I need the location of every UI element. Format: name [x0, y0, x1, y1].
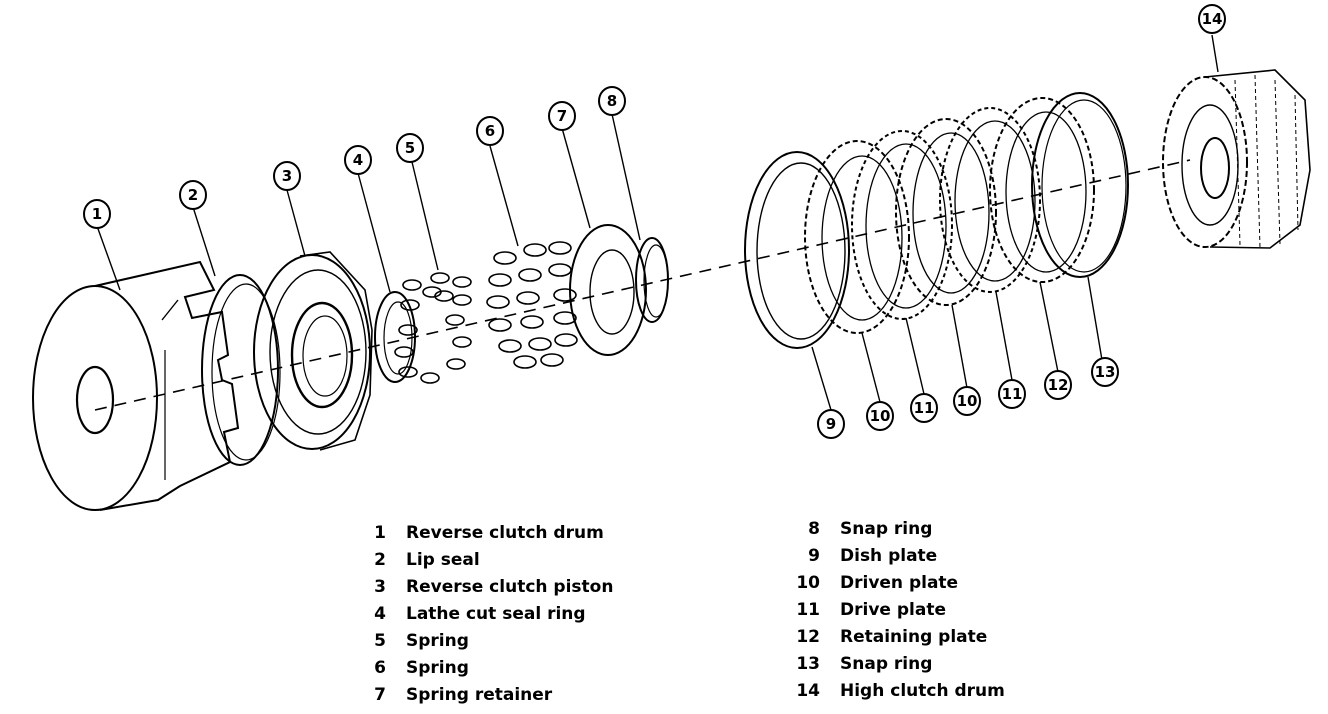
part-spring-set-5 — [394, 272, 472, 384]
callout-number: 11 — [914, 399, 935, 417]
callout-number: 12 — [1048, 376, 1069, 394]
legend-label: Spring — [406, 658, 469, 678]
callout-circle — [1091, 357, 1119, 387]
legend-item: 11 Drive plate — [790, 597, 946, 623]
legend-item: 6 Spring — [360, 655, 469, 681]
legend-number: 6 — [374, 658, 386, 678]
callout-number: 4 — [353, 151, 363, 169]
callout-number: 6 — [485, 122, 495, 140]
part-spring-retainer — [569, 224, 647, 356]
leader-lines — [96, 34, 1219, 411]
legend-number: 2 — [374, 550, 386, 570]
callout-number: 11 — [1002, 385, 1023, 403]
part-drive-plate-a — [851, 130, 953, 320]
callout-circle — [396, 133, 424, 163]
part-high-clutch-drum — [1162, 69, 1311, 249]
callout-circle — [598, 86, 626, 116]
legend-item: 8 Snap ring — [790, 516, 932, 542]
legend-number: 8 — [808, 519, 820, 539]
legend-item: 12 Retaining plate — [790, 624, 987, 650]
callout-circle — [998, 379, 1026, 409]
legend-number: 11 — [796, 600, 820, 620]
legend-label: Retaining plate — [840, 627, 988, 647]
legend-number: 5 — [374, 631, 386, 651]
callout-circle — [1198, 4, 1226, 34]
center-axis-line — [94, 159, 1191, 411]
legend-number: 3 — [374, 577, 386, 597]
callout-number: 13 — [1095, 363, 1116, 381]
callout-number: 8 — [607, 92, 617, 110]
callout-number: 7 — [557, 107, 567, 125]
callout-circle — [273, 161, 301, 191]
callout-circle — [83, 199, 111, 229]
part-lathe-cut-seal-ring — [374, 291, 416, 383]
legend-label: Driven plate — [840, 573, 959, 593]
callout-number: 10 — [870, 407, 891, 425]
parts-legend-left: 1 Reverse clutch drum 2 Lip seal 3 Reverse … — [360, 520, 660, 710]
callout-number: 3 — [282, 167, 292, 185]
legend-label: High clutch drum — [840, 681, 1005, 701]
legend-item: 13 Snap ring — [790, 651, 932, 677]
callout-number: 1 — [92, 205, 102, 223]
callout-number: 10 — [957, 392, 978, 410]
legend-number: 7 — [374, 685, 386, 705]
part-driven-plate-b — [895, 118, 997, 306]
legend-number: 1 — [374, 523, 386, 543]
legend-number: 10 — [796, 573, 820, 593]
legend-number: 13 — [796, 654, 820, 674]
legend-label: Reverse clutch piston — [406, 577, 614, 597]
callout-circle — [344, 145, 372, 175]
legend-number: 12 — [796, 627, 820, 647]
part-dish-plate — [744, 151, 850, 349]
part-lip-seal — [201, 274, 281, 466]
callout-number: 5 — [405, 139, 415, 157]
part-snap-ring-8 — [635, 237, 669, 323]
legend-item: 5 Spring — [360, 628, 469, 654]
callout-circle — [817, 409, 845, 439]
legend-label: Lip seal — [406, 550, 480, 570]
legend-label: Snap ring — [840, 519, 933, 539]
callout-circle — [866, 401, 894, 431]
callout-number: 2 — [188, 186, 198, 204]
part-drive-plate-b — [939, 107, 1041, 293]
legend-label: Dish plate — [840, 546, 938, 566]
legend-label: Snap ring — [840, 654, 933, 674]
legend-label: Reverse clutch drum — [406, 523, 604, 543]
part-spring-set-6 — [486, 241, 578, 369]
legend-label: Lathe cut seal ring — [406, 604, 586, 624]
callout-circle — [179, 180, 207, 210]
part-driven-plate-a — [804, 140, 910, 334]
callout-number: 9 — [826, 415, 836, 433]
callout-circle — [953, 386, 981, 416]
legend-number: 9 — [808, 546, 820, 566]
legend-label: Drive plate — [840, 600, 946, 620]
legend-label: Spring — [406, 631, 469, 651]
legend-item: 7 Spring retainer — [360, 682, 552, 708]
legend-item: 3 Reverse clutch piston — [360, 574, 613, 600]
part-reverse-clutch-piston — [253, 251, 373, 451]
part-snap-ring-13 — [1031, 92, 1129, 278]
callout-circle — [548, 101, 576, 131]
legend-item: 1 Reverse clutch drum — [360, 520, 604, 546]
legend-number: 4 — [374, 604, 386, 624]
legend-item: 9 Dish plate — [790, 543, 937, 569]
part-reverse-clutch-drum — [32, 260, 240, 511]
callout-circle — [1044, 370, 1072, 400]
legend-item: 10 Driven plate — [790, 570, 958, 596]
callout-number: 14 — [1202, 10, 1223, 28]
callout-circle — [476, 116, 504, 146]
legend-number: 14 — [796, 681, 820, 701]
legend-item: 4 Lathe cut seal ring — [360, 601, 585, 627]
legend-item: 2 Lip seal — [360, 547, 480, 573]
part-retaining-plate — [989, 97, 1095, 283]
callout-circle — [910, 393, 938, 423]
legend-item: 14 High clutch drum — [790, 678, 1005, 704]
legend-label: Spring retainer — [406, 685, 553, 705]
